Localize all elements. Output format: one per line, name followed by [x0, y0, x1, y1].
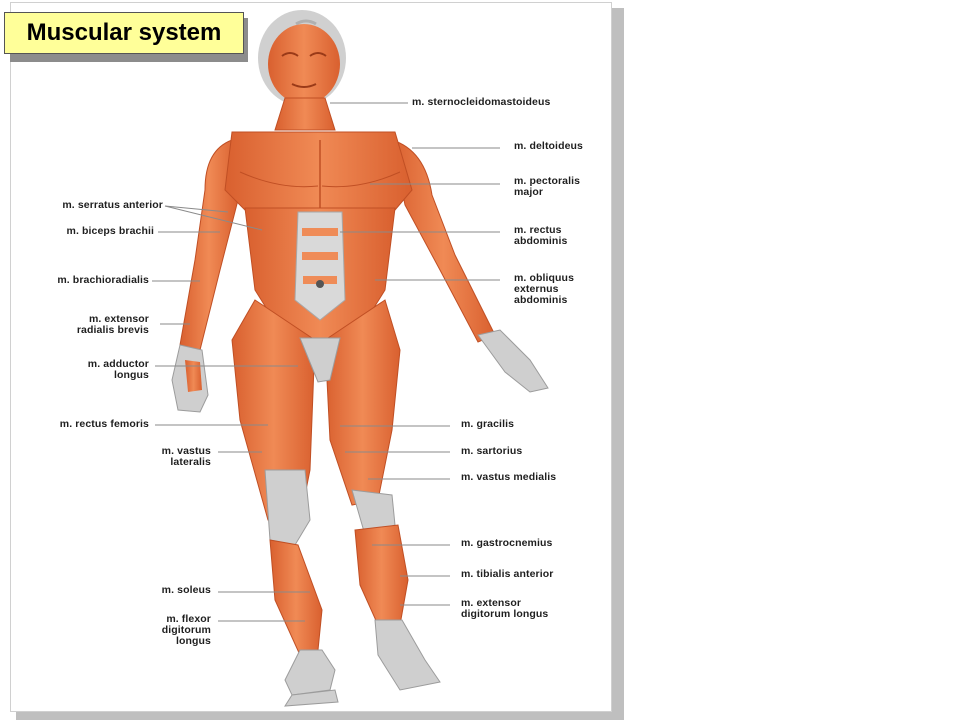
right-arm	[391, 139, 549, 393]
neck	[274, 97, 336, 131]
label-rectus-femoris: m. rectus femoris	[59, 418, 149, 430]
label-vastus-medialis: m. vastus medialis	[461, 471, 557, 483]
label-pectoralis-major: m. pectoralis major	[514, 175, 581, 198]
label-deltoideus: m. deltoideus	[514, 140, 583, 152]
label-soleus: m. soleus	[161, 584, 211, 596]
label-rectus-abdominis: m. rectus abdominis	[514, 224, 568, 247]
label-sternocleidomastoideus: m. sternocleidomastoideus	[412, 96, 551, 108]
chest	[224, 131, 413, 221]
head	[258, 10, 346, 106]
label-extensor-digitorum: m. extensor digitorum longus	[461, 597, 549, 620]
label-tibialis-anterior: m. tibialis anterior	[461, 568, 554, 580]
label-flexor-digitorum: m. flexor digitorum longus	[161, 613, 211, 647]
label-gracilis: m. gracilis	[461, 418, 515, 430]
label-gastrocnemius: m. gastrocnemius	[461, 537, 553, 549]
left-leg	[231, 299, 339, 707]
label-biceps-brachii: m. biceps brachii	[66, 225, 154, 237]
leader-lines	[152, 102, 500, 622]
right-leg	[324, 299, 441, 691]
label-sartorius: m. sartorius	[461, 445, 523, 457]
label-obliquus-externus: m. obliquus externus abdominis	[514, 272, 575, 306]
label-brachioradialis: m. brachioradialis	[57, 274, 149, 286]
label-adductor-longus: m. adductor longus	[87, 358, 149, 381]
slide-title: Muscular system	[4, 12, 244, 54]
label-extensor-radialis: m. extensor radialis brevis	[76, 313, 149, 336]
left-arm	[171, 139, 239, 413]
label-serratus-anterior: m. serratus anterior	[62, 199, 163, 211]
label-vastus-lateralis: m. vastus lateralis	[161, 445, 211, 468]
